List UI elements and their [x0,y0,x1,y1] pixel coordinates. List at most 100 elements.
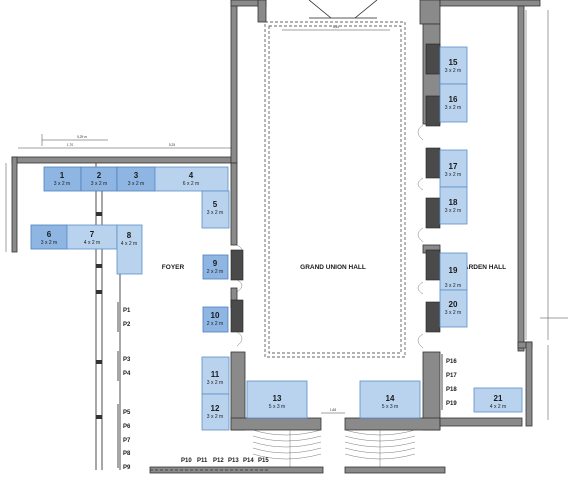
door-arcs [236,124,424,349]
booth-number: 2 [97,171,102,180]
booth-7[interactable]: 7 4 x 2 m [66,224,118,250]
booth-size: 5 x 3 m [382,404,398,410]
wall-hall-bottom-right [344,417,441,431]
booth-number: 14 [386,394,395,403]
booth-1[interactable]: 1 3 x 2 m [43,166,82,192]
booth-number: 19 [449,266,458,275]
booth-size: 3 x 2 m [445,105,461,111]
booth-size: 3 x 2 m [41,240,57,246]
booth-number: 8 [127,231,132,240]
roof-line-right [354,0,378,19]
booth-21[interactable]: 21 4 x 2 m [473,387,523,413]
booth-size: 3 x 2 m [207,380,223,386]
booth-size: 3 x 2 m [128,181,144,187]
dim-bottom-gap: 1,68 [330,408,336,412]
booth-size: 3 x 2 m [445,283,461,289]
wall-bottom-garden [439,417,523,427]
booth-15[interactable]: 15 3 x 2 m [439,46,468,85]
booth-14[interactable]: 14 5 x 3 m [359,380,421,419]
booth-size: 3 x 2 m [207,414,223,420]
booth-number: 20 [449,300,458,309]
dim-left-c: 5,25 [169,143,175,147]
booth-size: 3 x 2 m [91,181,107,187]
grand-hall-dashed-area-inner [268,25,402,354]
booth-12[interactable]: 12 3 x 2 m [201,393,230,431]
power-point-p5: P5 [123,410,131,416]
pillars [230,43,441,333]
booth-size: 2 x 2 m [207,269,223,275]
wall-left-wing-left [11,156,18,253]
booth-20[interactable]: 20 3 x 2 m [439,289,468,328]
power-points: P1 P2 P3 P4 P5 P6 P7 P8 P9 P10 P11 P12 P… [117,302,457,471]
booth-number: 9 [213,259,218,268]
booth-18[interactable]: 18 3 x 2 m [439,186,468,225]
booth-size: 2 x 2 m [207,321,223,327]
power-point-p17: P17 [446,373,457,379]
booth-number: 18 [449,198,458,207]
booth-number: 4 [189,171,194,180]
power-point-p7: P7 [123,438,131,444]
wall-garden-right-lower [525,341,533,427]
dim-left-b: 1,70 [67,143,73,147]
staircase-right [344,429,416,467]
booth-number: 16 [449,95,458,104]
booth-number: 7 [90,230,95,239]
booth-number: 10 [211,311,220,320]
wall-bottom-outer-right [344,466,446,474]
power-point-p18: P18 [446,387,457,393]
room-label-grand-union-hall: GRAND UNION HALL [300,264,366,271]
dimension-lines [5,10,527,340]
booth-size: 3 x 2 m [54,181,70,187]
booth-number: 1 [60,171,65,180]
booth-number: 3 [134,171,139,180]
booth-size: 4 x 2 m [490,404,506,410]
booth-number: 5 [213,200,218,209]
power-point-p8: P8 [123,451,131,457]
power-point-p9: P9 [123,465,131,471]
wall-top-left-stub [257,0,267,23]
booth-13[interactable]: 13 5 x 3 m [246,380,308,419]
grand-hall-dashed-area [264,21,406,358]
booth-5[interactable]: 5 3 x 2 m [201,190,230,229]
booth-19[interactable]: 19 3 x 2 m [439,252,468,291]
booth-size: 3 x 2 m [445,172,461,178]
roof-line-left [308,0,332,19]
booth-size: 3 x 2 m [445,208,461,214]
booth-17[interactable]: 17 3 x 2 m [439,149,468,188]
booth-2[interactable]: 2 3 x 2 m [80,166,118,192]
wall-upper-left-vertical [230,0,238,164]
booth-11[interactable]: 11 3 x 2 m [201,356,230,395]
power-point-p14: P14 [243,458,254,464]
power-point-p15: P15 [258,458,269,464]
wall-garden-right [517,5,525,352]
booth-size: 3 x 2 m [207,210,223,216]
booth-10[interactable]: 10 2 x 2 m [202,306,229,333]
booth-size: 3 x 2 m [445,310,461,316]
booth-8[interactable]: 8 4 x 2 m [116,224,143,275]
booth-4[interactable]: 4 6 x 2 m [154,166,229,192]
booth-16[interactable]: 16 3 x 2 m [439,83,468,123]
booth-number: 6 [47,230,52,239]
wall-hall-bottom-left [230,417,322,431]
wall-hall-left-upper [230,162,238,246]
power-point-p16: P16 [446,359,457,365]
dim-top-width: 5,54 [333,25,339,29]
corridor-markers [96,212,102,419]
power-point-p13: P13 [228,458,239,464]
booth-size: 6 x 2 m [183,181,199,187]
booth-number: 13 [273,394,282,403]
power-point-p3: P3 [123,357,131,363]
wall-left-wing-top [11,156,233,164]
power-point-p4: P4 [123,371,131,377]
booth-3[interactable]: 3 3 x 2 m [116,166,156,192]
booth-9[interactable]: 9 2 x 2 m [202,254,229,280]
staircase-left [252,429,322,467]
power-point-p6: P6 [123,424,131,430]
power-point-p19: P19 [446,401,457,407]
booth-number: 21 [494,394,503,403]
booth-6[interactable]: 6 3 x 2 m [30,224,68,250]
room-label-foyer: FOYER [162,264,185,271]
power-point-p12: P12 [213,458,224,464]
power-point-p1: P1 [123,308,131,314]
